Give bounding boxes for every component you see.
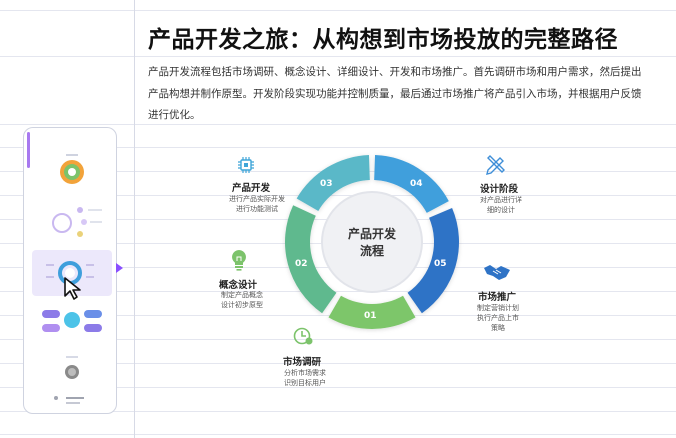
panel-scrollbar[interactable] [27,132,30,168]
panel-collapse-arrow-icon[interactable] [116,263,123,273]
page-title: 产品开发之旅：从构想到市场投放的完整路径 [148,27,618,53]
ring-segment-02 [284,205,337,314]
segment-number-05: 05 [434,259,447,269]
label-title-01: 市场调研 [283,357,322,368]
label-desc-03-line1: 进行产品实际开发 [229,195,285,203]
pencil-ruler-icon [486,155,505,175]
slide-thumbnail[interactable] [32,348,112,394]
label-desc-04-line2: 细的设计 [487,206,515,214]
lightbulb-icon [232,250,246,271]
label-desc-02-line2: 设计初步原型 [221,301,263,309]
ring-segment-05 [407,208,459,314]
slide-thumbnail-panel[interactable] [23,127,117,414]
label-desc-05: 制定营销计划 执行产品上市 策略 [470,303,526,333]
center-label: 产品开发 流程 [340,226,404,260]
label-desc-02-line1: 制定产品概念 [221,291,263,299]
label-desc-02: 制定产品概念 设计初步原型 [217,290,267,310]
label-desc-04-line1: 对产品进行详 [480,196,522,204]
label-desc-01-line2: 识别目标用户 [284,379,326,387]
clock-dollar-icon [293,327,313,345]
segment-number-01: 01 [364,311,377,321]
ring-segment-04 [374,155,449,213]
cursor-pointer-icon [64,277,81,300]
label-title-05: 市场推广 [478,292,517,303]
label-desc-03-line2: 进行功能测试 [236,205,278,213]
ring-segment-03 [296,155,370,211]
label-desc-01: 分析市场需求 识别目标用户 [280,368,330,388]
segment-number-02: 02 [295,259,308,269]
label-desc-01-line1: 分析市场需求 [284,369,326,377]
label-desc-05-line2: 执行产品上市 [477,314,519,322]
slide-thumbnail[interactable] [32,148,112,194]
label-desc-05-line1: 制定营销计划 [477,304,519,312]
handshake-icon [484,265,510,280]
segment-number-03: 03 [320,179,333,189]
slide-thumbnail[interactable] [32,304,112,350]
label-title-03: 产品开发 [232,183,271,194]
margin-line [134,0,135,438]
label-title-04: 设计阶段 [480,184,519,195]
label-desc-03: 进行产品实际开发 进行功能测试 [219,194,295,214]
slide-thumbnail[interactable] [32,390,112,413]
label-desc-05-line3: 策略 [491,324,505,332]
label-desc-04: 对产品进行详 细的设计 [473,195,529,215]
slide-thumbnail[interactable] [32,200,112,246]
label-title-02: 概念设计 [219,280,258,291]
ring-segment-01 [328,295,416,329]
center-label-line1: 产品开发 [347,227,396,241]
chip-icon [238,157,254,173]
segment-number-04: 04 [410,179,423,189]
center-label-line2: 流程 [359,244,384,258]
page-description: 产品开发流程包括市场调研、概念设计、详细设计、开发和市场推广。首先调研市场和用户… [148,66,642,121]
